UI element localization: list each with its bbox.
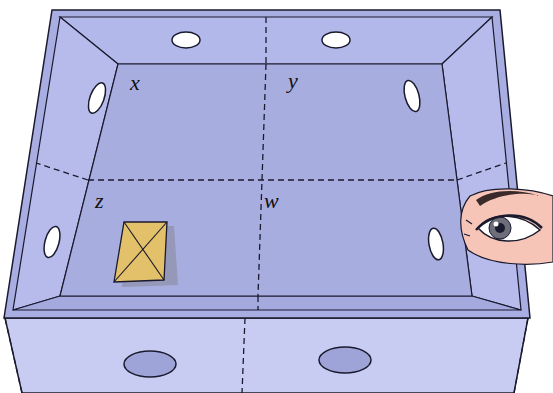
- quadrant-label: z: [95, 190, 104, 212]
- quadrant-label: x: [130, 72, 140, 94]
- quadrant-label: w: [264, 190, 279, 212]
- quadrant-label: y: [288, 70, 298, 92]
